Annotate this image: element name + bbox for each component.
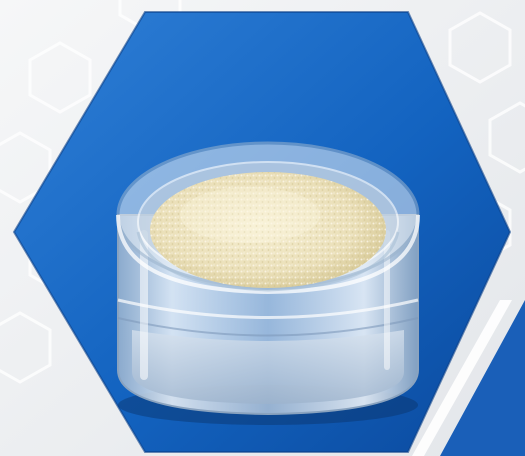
- accent-stripe: [440, 300, 525, 456]
- jar-rim-highlight: [116, 214, 420, 295]
- accent-stripe-highlight: [412, 300, 512, 456]
- powder: [150, 172, 386, 288]
